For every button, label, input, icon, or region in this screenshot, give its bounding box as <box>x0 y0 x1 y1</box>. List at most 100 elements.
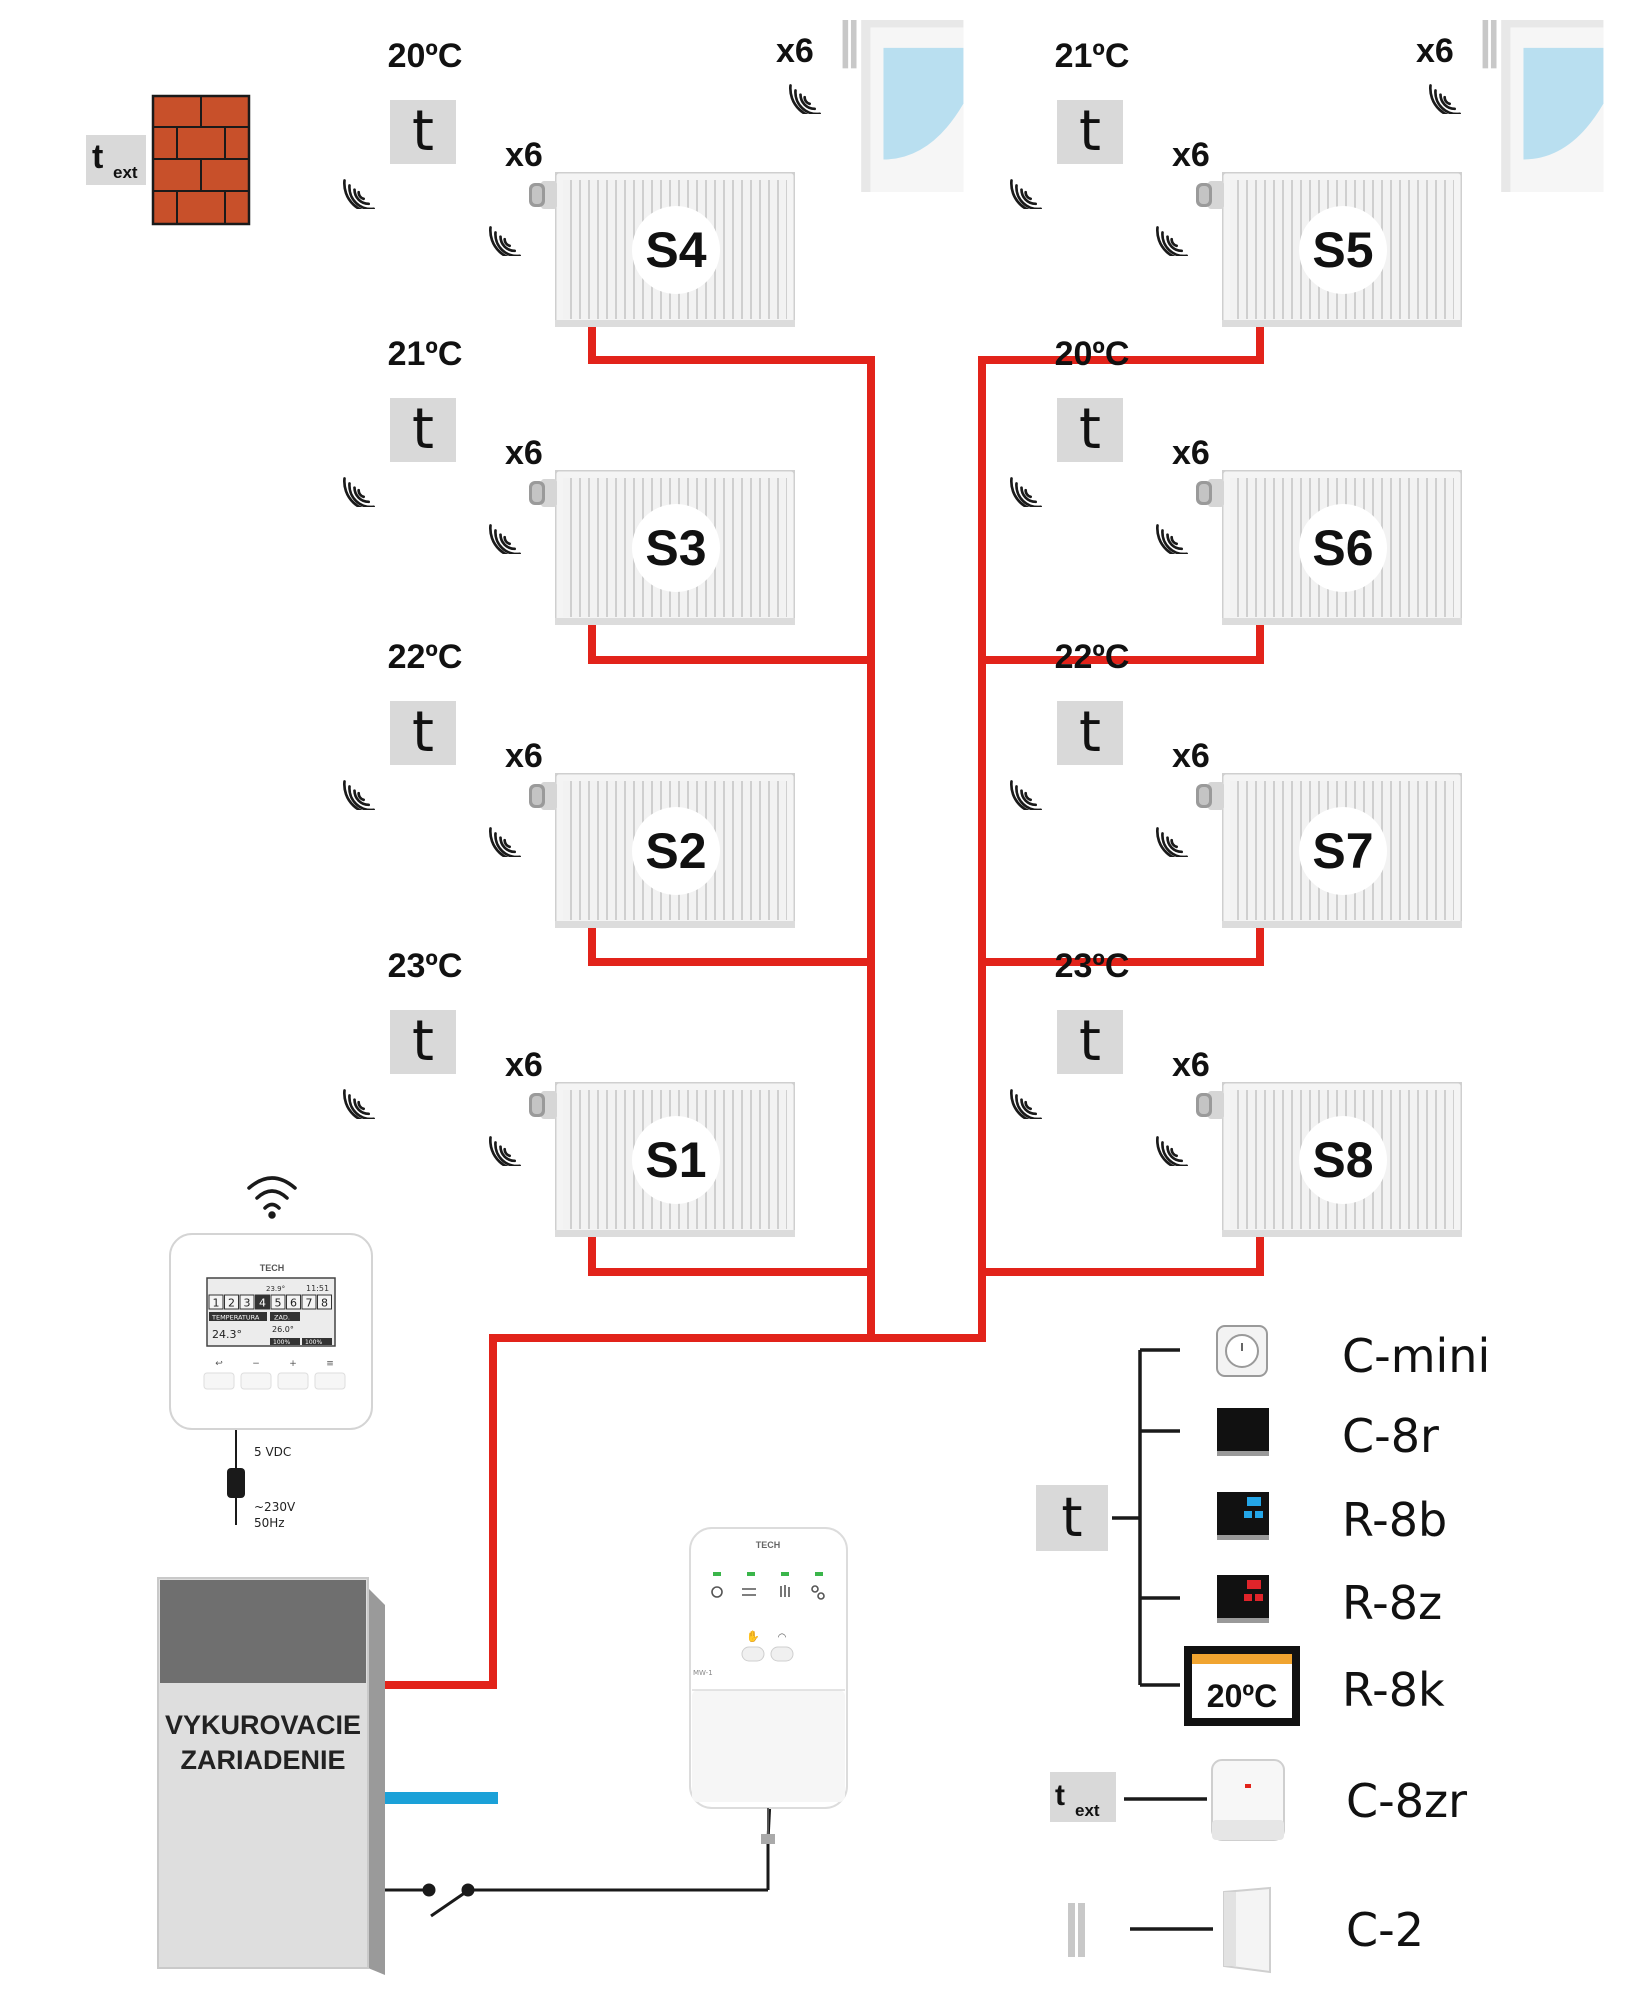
controller-zone-number: 6 <box>290 1297 297 1310</box>
legend-c-8r-label: C-8r <box>1342 1409 1439 1463</box>
blue-display-regulator-icon <box>1217 1492 1269 1540</box>
relay-module-leds <box>713 1572 823 1576</box>
controller-buttons: ↩−+≡ <box>203 1359 346 1390</box>
window-contact-icon <box>1068 1903 1085 1957</box>
zone-temperature: 22ºC <box>1055 638 1130 676</box>
legend-ext-sensor-letter: t <box>1055 1779 1065 1812</box>
wireless-signal-icon <box>1010 1089 1048 1119</box>
relay-module-brand: TECH <box>756 1540 781 1550</box>
room-sensor-letter: t <box>412 99 434 164</box>
external-sensor: t ext <box>86 135 146 185</box>
window-sensor-device-icon <box>1223 1886 1271 1974</box>
controller-button[interactable] <box>203 1372 235 1390</box>
room-sensor-box <box>390 701 456 765</box>
legend-c-2-label: C-2 <box>1346 1903 1424 1957</box>
external-sensor-subscript: ext <box>113 163 138 182</box>
external-sensor-device-icon <box>1211 1759 1285 1841</box>
room-sensor-box <box>390 1010 456 1074</box>
zone-id: S1 <box>645 1132 706 1188</box>
lcd-regulator-icon: 20ºC <box>1184 1646 1300 1726</box>
window-icon <box>1482 20 1604 192</box>
wireless-signal-icon <box>1010 477 1048 507</box>
zone-badge <box>632 1116 720 1204</box>
zone-id: S2 <box>645 823 706 879</box>
pair-button[interactable] <box>770 1646 794 1662</box>
wireless-signal-icon <box>1156 1136 1194 1166</box>
controller-button[interactable] <box>240 1372 272 1390</box>
controller-zone-number: 2 <box>228 1297 235 1310</box>
wireless-signal-icon <box>1156 226 1194 256</box>
controller-mains-voltage: ~230V <box>254 1500 296 1514</box>
wireless-signal-icon <box>1429 84 1467 114</box>
wireless-signal-icon <box>343 477 381 507</box>
zone-id: S5 <box>1312 222 1373 278</box>
room-sensor-letter: t <box>1079 397 1101 462</box>
controller-zone-number: 1 <box>213 1297 220 1310</box>
thermostatic-head-count: x6 <box>505 737 543 775</box>
power-adapter-icon <box>227 1468 245 1498</box>
controller-temp-small: 23.9° <box>266 1285 285 1293</box>
controller-set-temp: 26.0° <box>272 1325 294 1334</box>
wireless-signal-icon <box>489 1136 527 1166</box>
legend-ext-sensor-subscript: ext <box>1075 1801 1100 1820</box>
room-sensor-box <box>390 398 456 462</box>
zone-badge <box>1299 807 1387 895</box>
zone-id: S3 <box>645 520 706 576</box>
controller-zone-number: 7 <box>306 1297 313 1310</box>
heating-device-label-line2: ZARIADENIE <box>180 1745 345 1775</box>
controller-zone-box <box>301 1294 317 1310</box>
thermostatic-head-count: x6 <box>505 1046 543 1084</box>
lcd-regulator-value: 20ºC <box>1207 1678 1277 1714</box>
wireless-relay-module: TECH ✋ ◠ MW-1 <box>689 1527 848 1844</box>
thermostatic-head-icon <box>529 181 557 209</box>
wireless-signal-icon <box>489 226 527 256</box>
zone-temperature: 21ºC <box>1055 37 1130 75</box>
manual-button[interactable] <box>741 1646 765 1662</box>
controller-power-supply: 5 VDC <box>254 1445 291 1459</box>
thermostatic-head-count: x6 <box>1172 1046 1210 1084</box>
legend-c-8zr-label: C-8zr <box>1346 1774 1467 1828</box>
wireless-signal-icon <box>1010 780 1048 810</box>
zone-id: S7 <box>1312 823 1373 879</box>
controller-zone-box <box>317 1294 332 1310</box>
controller-zone-box <box>286 1294 301 1310</box>
room-sensor-box <box>1057 398 1123 462</box>
room-sensor-letter: t <box>412 397 434 462</box>
zone-temperature: 21ºC <box>388 335 463 373</box>
thermostatic-head-icon <box>529 782 557 810</box>
controller-level-right: 100% <box>305 1339 322 1346</box>
room-sensor-letter: t <box>412 700 434 765</box>
transfer-icon <box>742 1588 756 1596</box>
room-sensor-box <box>1057 100 1123 164</box>
wireless-signal-icon <box>1156 524 1194 554</box>
zone-temperature: 23ºC <box>388 947 463 985</box>
thermostatic-head-icon <box>1196 181 1224 209</box>
thermostatic-head-count: x6 <box>1172 434 1210 472</box>
wireless-signal-icon <box>489 524 527 554</box>
controller-button-symbol: − <box>252 1359 260 1369</box>
wireless-signal-icon <box>343 780 381 810</box>
zone-badge <box>632 807 720 895</box>
controller-button[interactable] <box>314 1372 346 1390</box>
zone-temperature: 22ºC <box>388 638 463 676</box>
zone-badge <box>632 206 720 294</box>
wifi-icon <box>247 1176 297 1219</box>
black-square-sensor-icon <box>1217 1408 1269 1456</box>
thermostatic-head-icon <box>1196 782 1224 810</box>
heating-device: VYKUROVACIE ZARIADENIE <box>157 1577 385 1975</box>
controller-temperatura-label: TEMPERATURA <box>211 1314 260 1322</box>
heating-device-label-line1: VYKUROVACIE <box>165 1710 361 1740</box>
controller-button[interactable] <box>277 1372 309 1390</box>
legend-sensor-letter: t <box>1061 1486 1082 1549</box>
external-sensor-letter: t <box>92 138 103 176</box>
legend-c-mini-label: C-mini <box>1342 1329 1490 1383</box>
controller-zone-box <box>239 1294 255 1310</box>
controller-button-symbol: + <box>289 1359 297 1369</box>
wireless-signal-icon <box>489 827 527 857</box>
